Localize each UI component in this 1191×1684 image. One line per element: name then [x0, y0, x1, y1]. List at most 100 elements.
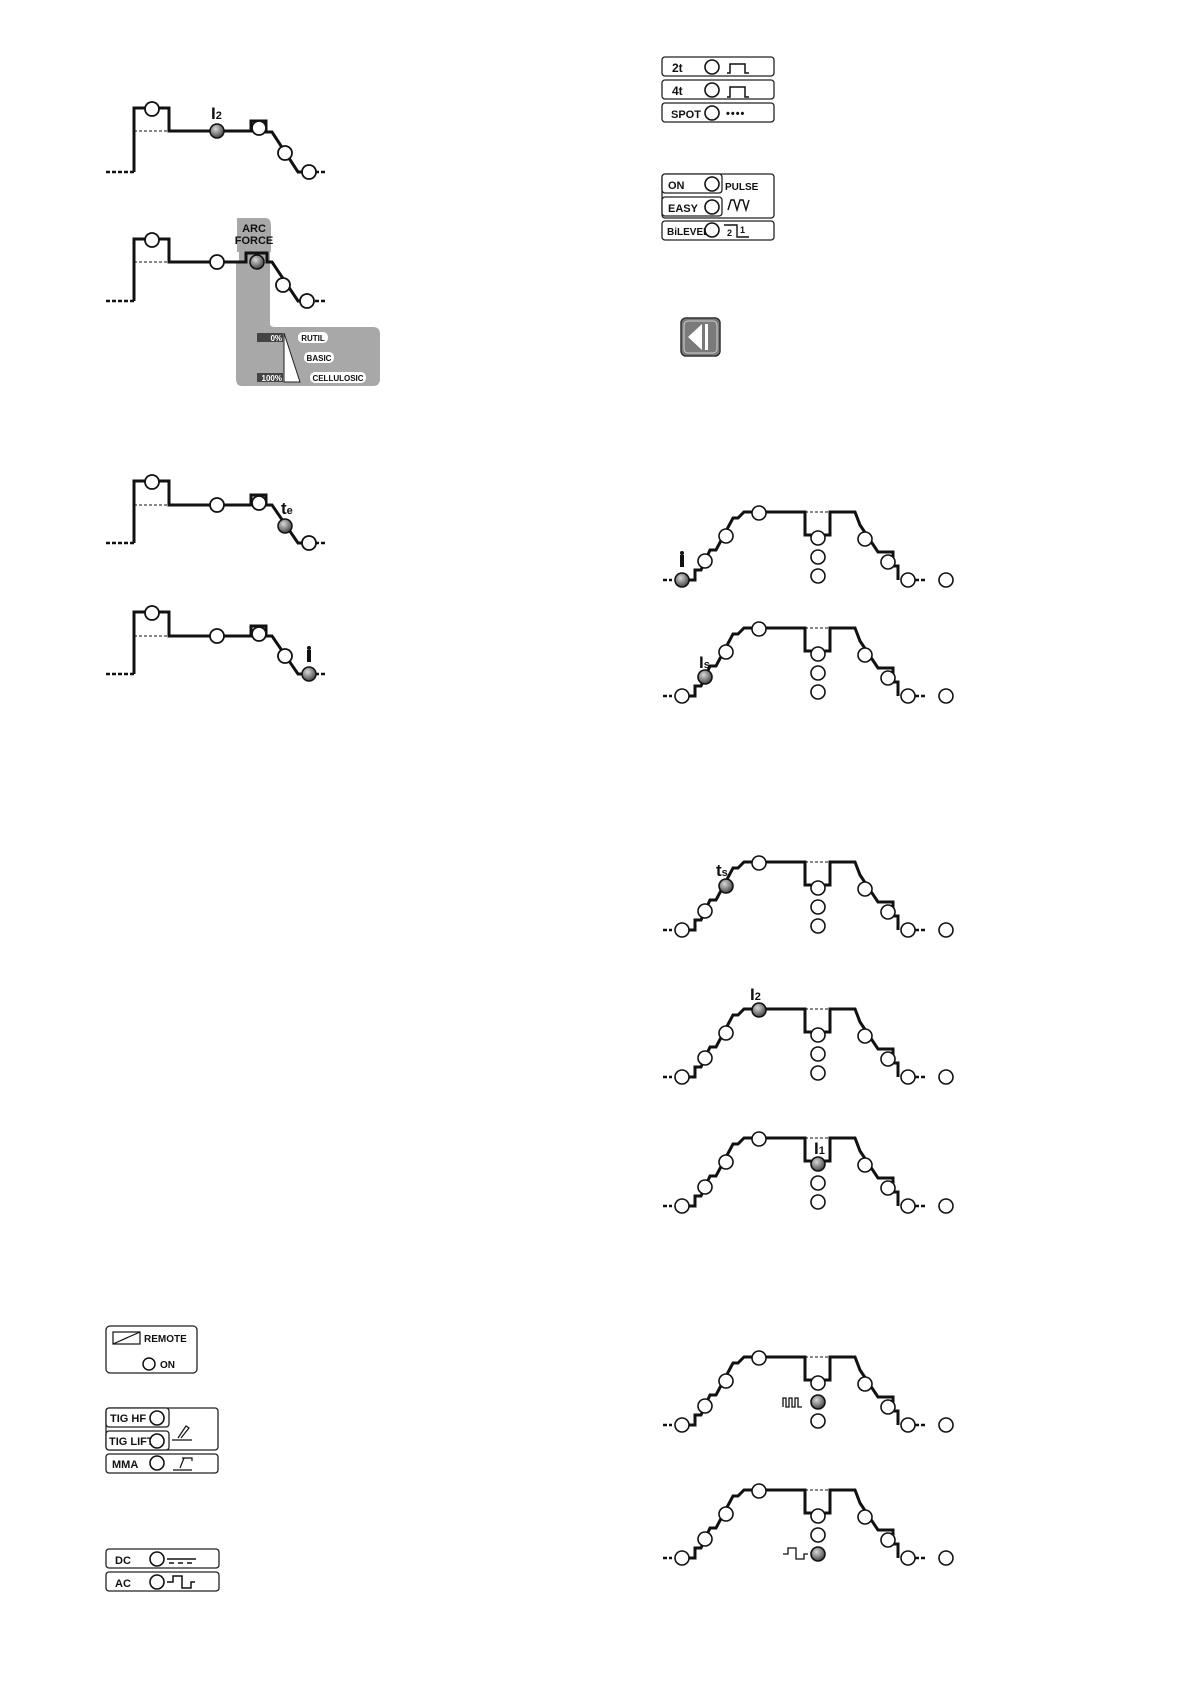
led-i2[interactable] [209, 254, 225, 270]
led-i-end[interactable] [880, 1180, 896, 1196]
led-extra[interactable] [938, 572, 954, 588]
led-post[interactable] [900, 922, 916, 938]
led-arcforce-active[interactable] [249, 254, 265, 270]
led-4t[interactable] [704, 82, 720, 98]
led-i-end[interactable] [880, 904, 896, 920]
led-end[interactable] [301, 164, 317, 180]
led-start-active[interactable] [674, 572, 690, 588]
led-freq[interactable] [810, 1175, 826, 1191]
led-extra[interactable] [938, 1417, 954, 1433]
led-start[interactable] [674, 922, 690, 938]
led-bal[interactable] [810, 918, 826, 934]
led-hotstart[interactable] [144, 232, 160, 248]
led-freq[interactable] [810, 549, 826, 565]
led-te[interactable] [857, 1028, 873, 1044]
led-post[interactable] [900, 572, 916, 588]
led-te[interactable] [857, 531, 873, 547]
led-freq[interactable] [810, 1527, 826, 1543]
led-bal[interactable] [810, 568, 826, 584]
led-post[interactable] [900, 688, 916, 704]
led-i1[interactable] [810, 880, 826, 896]
led-i2[interactable] [751, 1131, 767, 1147]
led-is[interactable] [697, 1398, 713, 1414]
led-bal[interactable] [810, 1413, 826, 1429]
led-is[interactable] [697, 1531, 713, 1547]
led-is[interactable] [697, 1179, 713, 1195]
led-ts-active[interactable] [718, 878, 734, 894]
led-hotstart[interactable] [144, 101, 160, 117]
led-post[interactable] [900, 1550, 916, 1566]
led-bal[interactable] [810, 1194, 826, 1210]
led-is[interactable] [697, 903, 713, 919]
led-bal[interactable] [810, 684, 826, 700]
led-i-end[interactable] [880, 554, 896, 570]
led-ts[interactable] [718, 1506, 734, 1522]
led-end-active[interactable] [301, 666, 317, 682]
led-te[interactable] [857, 1157, 873, 1173]
led-ts[interactable] [718, 528, 734, 544]
led-ts[interactable] [718, 1154, 734, 1170]
led-ts[interactable] [718, 1373, 734, 1389]
led-extra[interactable] [938, 1069, 954, 1085]
led-start[interactable] [674, 688, 690, 704]
led-bal-active[interactable] [810, 1546, 826, 1562]
led-bal[interactable] [810, 1065, 826, 1081]
led-i1[interactable] [810, 1027, 826, 1043]
led-i1[interactable] [810, 530, 826, 546]
led-te[interactable] [857, 1376, 873, 1392]
led-i2[interactable] [751, 1350, 767, 1366]
led-extra[interactable] [938, 1198, 954, 1214]
led-arcforce[interactable] [251, 495, 267, 511]
led-dc[interactable] [149, 1551, 165, 1567]
led-i2-active[interactable] [751, 1002, 767, 1018]
led-start[interactable] [674, 1550, 690, 1566]
led-i-end[interactable] [880, 1532, 896, 1548]
led-hotstart[interactable] [144, 605, 160, 621]
led-ac[interactable] [149, 1574, 165, 1590]
led-start[interactable] [674, 1417, 690, 1433]
led-te[interactable] [857, 647, 873, 663]
led-mma[interactable] [149, 1455, 165, 1471]
led-i2[interactable] [209, 628, 225, 644]
led-arcforce[interactable] [251, 120, 267, 136]
led-hotstart[interactable] [144, 474, 160, 490]
led-remote[interactable] [142, 1357, 156, 1371]
led-start[interactable] [674, 1069, 690, 1085]
led-i2[interactable] [751, 621, 767, 637]
led-freq-active[interactable] [810, 1394, 826, 1410]
led-pulse[interactable] [704, 176, 720, 192]
led-extra[interactable] [938, 1550, 954, 1566]
led-i1[interactable] [810, 1375, 826, 1391]
led-ts[interactable] [718, 644, 734, 660]
led-2t[interactable] [704, 59, 720, 75]
led-i-end[interactable] [880, 1051, 896, 1067]
led-bilevel[interactable] [704, 222, 720, 238]
led-is[interactable] [697, 553, 713, 569]
led-i1-active[interactable] [810, 1156, 826, 1172]
led-i2[interactable] [751, 1483, 767, 1499]
led-post[interactable] [900, 1417, 916, 1433]
led-is[interactable] [697, 1050, 713, 1066]
led-i1[interactable] [810, 1508, 826, 1524]
led-end[interactable] [299, 293, 315, 309]
led-post[interactable] [900, 1069, 916, 1085]
led-freq[interactable] [810, 665, 826, 681]
led-te[interactable] [857, 1509, 873, 1525]
led-i2[interactable] [751, 855, 767, 871]
led-freq[interactable] [810, 899, 826, 915]
led-arcforce[interactable] [251, 626, 267, 642]
back-button[interactable] [680, 317, 721, 357]
led-spot[interactable] [704, 105, 720, 121]
led-i2[interactable] [751, 505, 767, 521]
led-ts[interactable] [718, 1025, 734, 1041]
led-easy[interactable] [704, 199, 720, 215]
led-i2[interactable] [209, 497, 225, 513]
led-extra[interactable] [938, 688, 954, 704]
led-te-active[interactable] [277, 518, 293, 534]
led-i-end[interactable] [880, 670, 896, 686]
led-freq[interactable] [810, 1046, 826, 1062]
led-post[interactable] [900, 1198, 916, 1214]
led-tig-hf[interactable] [149, 1410, 165, 1426]
led-te[interactable] [277, 648, 293, 664]
led-tig-lift[interactable] [149, 1433, 165, 1449]
